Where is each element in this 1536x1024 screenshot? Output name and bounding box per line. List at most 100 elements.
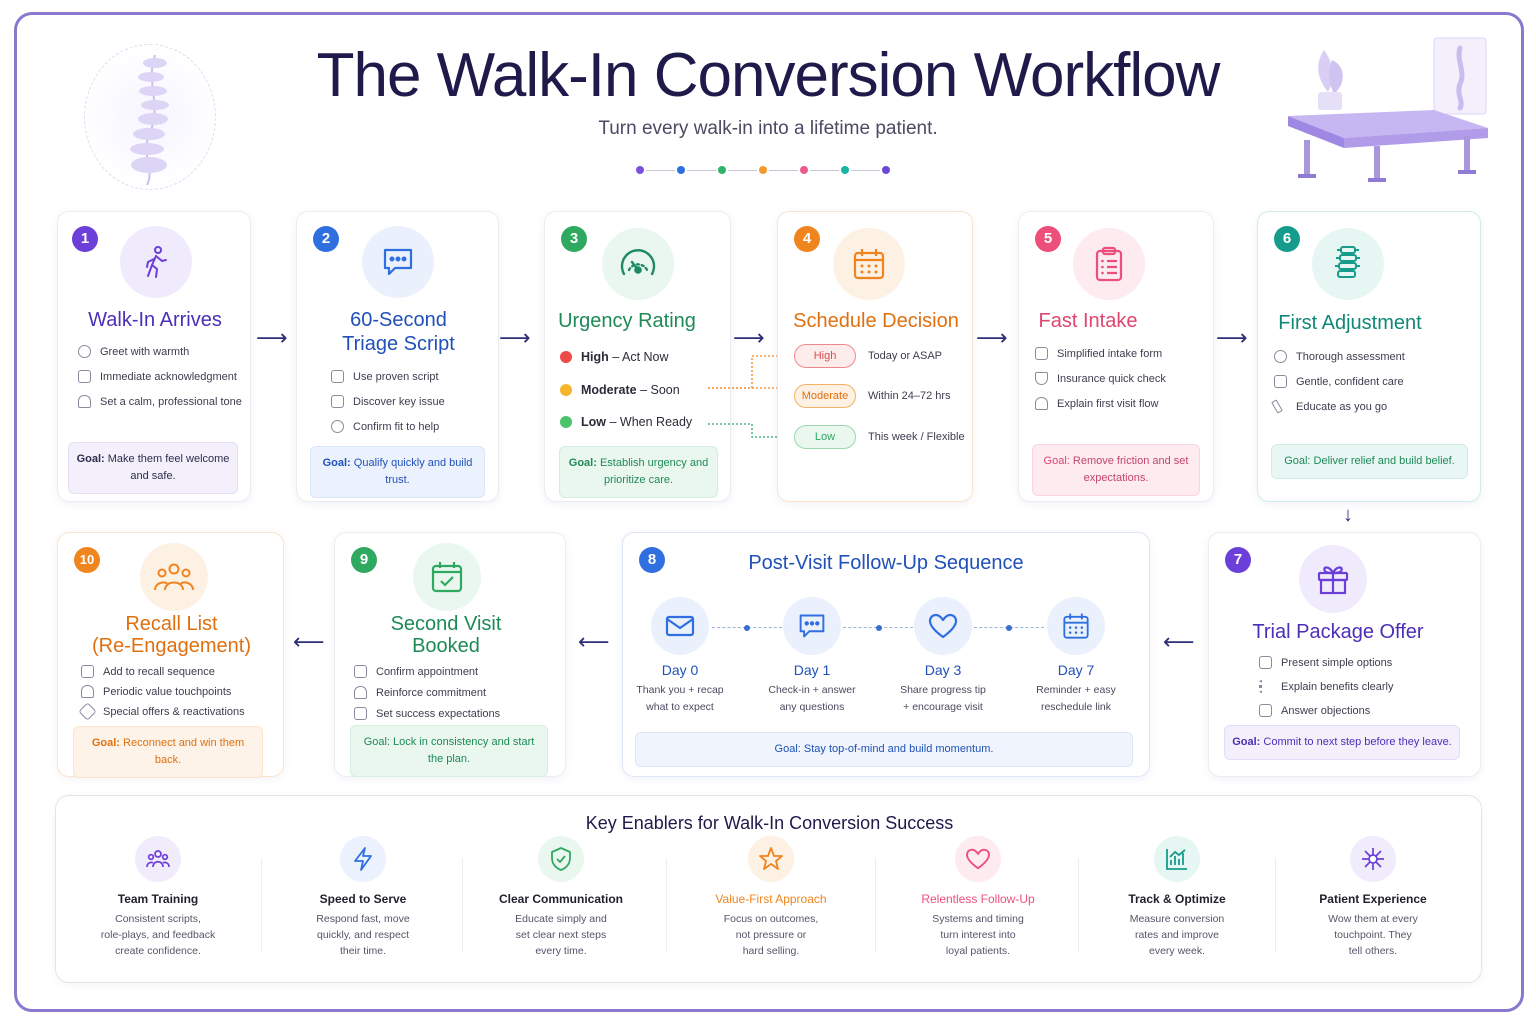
enabler-divider	[666, 858, 667, 953]
team-icon	[135, 836, 181, 882]
list-item: Explain benefits clearly	[1259, 679, 1394, 703]
goal-box: Goal: Stay top-of-mind and build momentu…	[635, 732, 1133, 767]
list-item: Confirm fit to help	[331, 419, 445, 444]
chat-bubble-icon	[362, 226, 434, 298]
step-items: Greet with warmth Immediate acknowledgme…	[78, 344, 242, 419]
goal-box: Goal: Make them feel welcome and safe.	[68, 442, 238, 494]
step-number-badge: 2	[313, 226, 339, 252]
lightning-icon	[340, 836, 386, 882]
options-icon	[1259, 656, 1272, 669]
list-item: Simplified intake form	[1035, 346, 1166, 371]
person-icon	[81, 685, 94, 698]
step-card-schedule-decision: 4 Schedule Decision High Today or ASAP M…	[777, 211, 973, 502]
treatment-table-illustration	[1284, 30, 1494, 190]
step-items: Use proven script Discover key issue Con…	[331, 369, 445, 444]
dot-connector	[851, 170, 880, 171]
dot-connector	[728, 170, 757, 171]
step-number-badge: 10	[74, 547, 100, 573]
star-icon	[748, 836, 794, 882]
list-item: Gentle, confident care	[1274, 374, 1405, 399]
sequence-dot	[1006, 625, 1012, 631]
step-number-badge: 1	[72, 226, 98, 252]
list-item: Explain first visit flow	[1035, 396, 1166, 421]
check-circle-icon	[1274, 350, 1287, 363]
color-dot	[636, 166, 644, 174]
list-item: Set a calm, professional tone	[78, 394, 242, 419]
sequence-dot	[876, 625, 882, 631]
list-item: Set success expectations	[354, 706, 500, 727]
schedule-low-text: This week / Flexible	[868, 431, 965, 443]
step-card-fast-intake: 5 Fast Intake Simplified intake form Ins…	[1018, 211, 1214, 502]
enabler-divider	[462, 858, 463, 953]
people-icon	[1035, 397, 1048, 410]
list-item: Discover key issue	[331, 394, 445, 419]
step-items: Confirm appointment Reinforce commitment…	[354, 664, 500, 727]
step-number-badge: 5	[1035, 226, 1061, 252]
acknowledge-icon	[78, 370, 91, 383]
list-edit-icon	[81, 665, 94, 678]
step-title: First Adjustment	[1278, 312, 1422, 334]
goal-box: Goal: Commit to next step before they le…	[1224, 725, 1460, 760]
step-number-badge: 7	[1225, 547, 1251, 573]
handshake-icon	[78, 345, 91, 358]
flow-arrow-right: ⟶	[976, 325, 1008, 350]
chart-icon	[1154, 836, 1200, 882]
shield-check-icon	[1035, 372, 1048, 385]
enabler-divider	[1078, 858, 1079, 953]
step-title: Trial Package Offer	[1252, 621, 1424, 643]
calendar-icon	[833, 228, 905, 300]
goal-box: Goal: Lock in consistency and start the …	[350, 725, 548, 777]
step-title: Fast Intake	[1038, 310, 1138, 332]
step-number-badge: 3	[561, 226, 587, 252]
urgency-high: High – Act Now	[560, 350, 669, 364]
step-items: Add to recall sequence Periodic value to…	[78, 664, 245, 724]
spine-icon	[1312, 228, 1384, 300]
pill-high: High	[794, 344, 856, 368]
page-title: The Walk-In Conversion Workflow	[316, 41, 1221, 110]
people-icon	[78, 395, 91, 408]
clipboard-icon	[331, 395, 344, 408]
flow-arrow-left: ⟵	[293, 629, 325, 654]
flow-arrow-right: ⟶	[733, 325, 765, 350]
check-circle-icon	[331, 420, 344, 433]
step-card-first-adjustment: 6 First Adjustment Thorough assessment G…	[1257, 211, 1481, 502]
color-dot	[882, 166, 890, 174]
schedule-high-text: Today or ASAP	[868, 350, 942, 362]
sequence-step-day-3: Day 3 Share progress tip+ encourage visi…	[883, 597, 1003, 716]
schedule-moderate-text: Within 24–72 hrs	[868, 390, 951, 402]
list-item: Periodic value touchpoints	[81, 684, 245, 704]
step-card-trial-package-offer: 7 Trial Package Offer Present simple opt…	[1208, 532, 1481, 777]
color-dot	[718, 166, 726, 174]
step-number-badge: 4	[794, 226, 820, 252]
list-item: Reinforce commitment	[354, 685, 500, 706]
step-number-badge: 8	[639, 547, 665, 573]
list-item: Add to recall sequence	[81, 664, 245, 684]
flow-arrow-left: ⟵	[1163, 629, 1195, 654]
people-icon	[354, 686, 367, 699]
calendar-small-icon	[354, 707, 367, 720]
step-title: Urgency Rating	[558, 310, 696, 332]
list-item: Special offers & reactivations	[78, 702, 245, 724]
shield-check-icon	[538, 836, 584, 882]
color-dot	[841, 166, 849, 174]
group-icon	[140, 543, 208, 611]
flow-arrow-down: ↓	[1343, 504, 1353, 526]
chat-bubble-icon	[783, 597, 841, 655]
goal-box: Goal: Deliver relief and build belief.	[1271, 444, 1468, 479]
step-items: Present simple options Explain benefits …	[1259, 655, 1394, 727]
goal-box: Goal: Remove friction and set expectatio…	[1032, 444, 1200, 496]
sparkle-icon	[1350, 836, 1396, 882]
list-item: Thorough assessment	[1274, 349, 1405, 374]
pill-low: Low	[794, 425, 856, 449]
